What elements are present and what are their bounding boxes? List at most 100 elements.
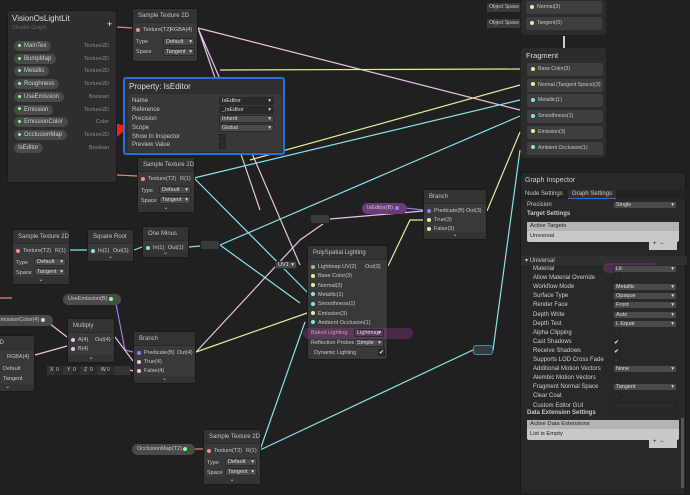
sample-texture-node[interactable]: Sample Texture 2D Texture(T2) RGBA(4) Ty… (132, 8, 198, 62)
setting-checkbox[interactable] (613, 375, 620, 383)
port[interactable]: Tangent (3, 376, 23, 382)
setting-dropdown[interactable]: L Equal (613, 319, 677, 328)
vector-x-field[interactable]: 0 (55, 366, 63, 375)
reflection-probes-dropdown[interactable]: Simple (354, 339, 384, 347)
port[interactable]: R(1) (246, 448, 257, 454)
space-dropdown[interactable]: Tangent (225, 468, 257, 476)
port[interactable]: Space (16, 270, 32, 276)
expand-chevron-icon[interactable]: ⌄ (134, 376, 195, 383)
port[interactable]: Lightmap UV(2) (318, 264, 357, 270)
port[interactable]: Texture(T2) (148, 176, 177, 182)
port[interactable]: A(4) (78, 337, 89, 343)
port[interactable]: In(1) (153, 245, 165, 251)
setting-checkbox[interactable] (613, 357, 620, 364)
setting-dropdown[interactable]: Opaque (613, 292, 677, 301)
fragment-port[interactable]: Metallic(1) (527, 94, 603, 108)
blackboard-property[interactable]: MainTex (14, 41, 52, 51)
target-universal[interactable]: Universal (530, 233, 555, 239)
expand-chevron-icon[interactable]: ⌄ (424, 232, 486, 239)
port[interactable]: Metallic(1) (318, 291, 344, 298)
remove-target-button[interactable]: − (659, 241, 664, 247)
vector-y-field[interactable]: 0 (72, 366, 80, 375)
precision-dropdown[interactable]: Inherit (219, 115, 274, 123)
vector-w-field[interactable]: 0 (106, 366, 114, 375)
port[interactable]: Out(1) (113, 248, 129, 254)
show-in-inspector-checkbox[interactable] (219, 134, 226, 141)
setting-dropdown[interactable]: Front (613, 301, 677, 310)
port[interactable]: Space (141, 198, 157, 204)
useemission-pill[interactable]: UseEmission(B) (63, 294, 121, 305)
blackboard-property[interactable]: Emission (14, 104, 54, 115)
universal-foldout[interactable]: ▾ Universal (525, 258, 555, 264)
expand-chevron-icon[interactable]: ⌄ (143, 250, 188, 257)
port[interactable]: Out(1) (168, 245, 184, 251)
type-dropdown[interactable]: Default (159, 186, 191, 194)
reroute-node[interactable] (200, 240, 220, 250)
expand-chevron-icon[interactable]: ⌄ (0, 384, 34, 391)
occlusion-pill[interactable]: OcclusionMap(T2) (132, 444, 196, 455)
space-field[interactable]: Object Space (487, 19, 520, 28)
port[interactable]: Type (207, 460, 219, 466)
scope-dropdown[interactable]: Global (219, 124, 274, 132)
port[interactable]: R(1) (55, 248, 66, 254)
blackboard-property[interactable]: Roughness (14, 79, 60, 90)
port[interactable]: Out(3) (466, 208, 482, 214)
fragment-port[interactable]: Smoothness(1) (527, 110, 603, 124)
port[interactable]: Type (141, 188, 153, 194)
baked-lighting-dropdown[interactable]: Lightmap (354, 329, 384, 337)
precision-dropdown[interactable]: Single (613, 201, 677, 209)
setting-dropdown[interactable]: Metallic (613, 283, 677, 292)
expand-chevron-icon[interactable]: ⌄ (204, 477, 260, 484)
reroute-node[interactable] (310, 214, 330, 224)
space-dropdown[interactable]: Tangent (34, 268, 66, 276)
setting-dropdown[interactable]: None (613, 365, 677, 374)
setting-checkbox[interactable]: ✔ (613, 338, 620, 346)
blackboard-property[interactable]: Metallic (14, 66, 50, 77)
reroute-node[interactable] (473, 345, 493, 355)
port[interactable]: True(3) (434, 217, 452, 223)
setting-dropdown[interactable]: Auto (613, 310, 677, 319)
port[interactable]: Predicate(B) (434, 208, 465, 214)
vector-z-field[interactable]: 0 (89, 366, 97, 375)
tab-node-settings[interactable]: Node Settings (525, 191, 563, 197)
type-dropdown[interactable]: Default (163, 38, 195, 46)
expand-chevron-icon[interactable]: ⌄ (68, 355, 114, 362)
space-dropdown[interactable]: Tangent (163, 48, 195, 56)
add-target-button[interactable]: + (653, 241, 657, 247)
blackboard-property[interactable]: OcclusionMap (14, 129, 68, 140)
fragment-port[interactable]: Base Color(3) (527, 63, 603, 76)
setting-dropdown[interactable]: Tangent (613, 383, 677, 392)
blackboard-property[interactable]: UseEmission (14, 91, 65, 102)
type-dropdown[interactable]: Default (225, 458, 257, 466)
dynamic-lighting-checkbox[interactable]: ✔ (378, 349, 385, 356)
port[interactable]: Base Color(3) (318, 273, 352, 280)
port[interactable]: Texture(T2) (214, 448, 243, 454)
port[interactable]: False(3) (434, 226, 455, 232)
port[interactable]: Type (16, 260, 28, 266)
type-dropdown[interactable]: Default (34, 258, 66, 266)
setting-checkbox[interactable] (613, 393, 620, 401)
fragment-port[interactable]: Ambient Occlusion(1) (527, 141, 603, 155)
blackboard-property[interactable]: IsEditor (14, 142, 44, 153)
setting-dropdown[interactable]: Lit (613, 265, 677, 273)
space-field[interactable]: Object Space (487, 3, 520, 12)
port[interactable]: Normal(3) (318, 282, 343, 289)
setting-checkbox[interactable]: ✔ (613, 347, 620, 355)
port[interactable]: Emission(3) (318, 310, 348, 317)
port[interactable]: Smoothness(1) (318, 301, 356, 308)
remove-extension-button[interactable]: − (659, 439, 664, 445)
port-out[interactable]: RGBA(4) (170, 27, 193, 33)
port[interactable]: Default (3, 366, 21, 372)
custom-editor-field[interactable] (613, 401, 677, 410)
tab-graph-settings[interactable]: Graph Settings (568, 190, 616, 199)
space-dropdown[interactable]: Tangent (159, 196, 191, 204)
